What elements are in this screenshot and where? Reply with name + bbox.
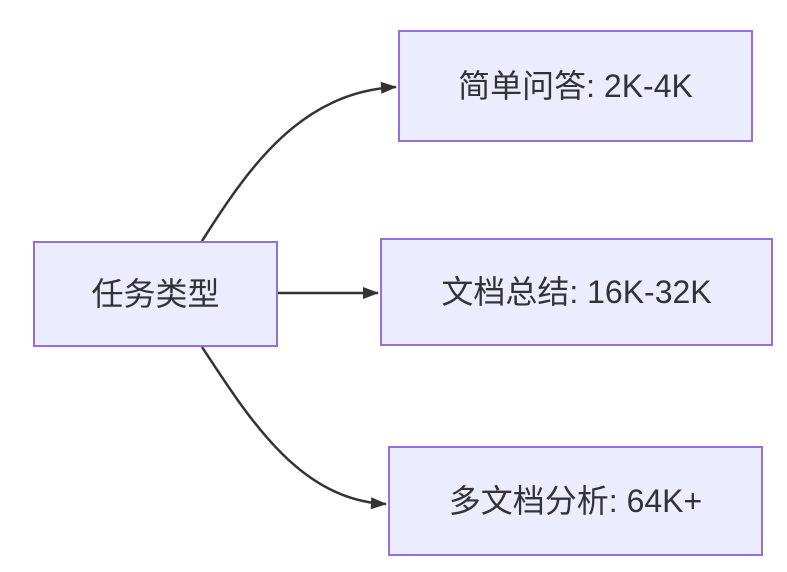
node-multi-doc-analysis-label: 多文档分析: 64K+ (448, 483, 703, 519)
edge-task-to-simple-qa (200, 81, 397, 242)
node-task-type-label: 任务类型 (91, 276, 220, 312)
node-doc-summary-label: 文档总结: 16K-32K (441, 274, 712, 310)
node-doc-summary: 文档总结: 16K-32K (380, 238, 773, 346)
node-multi-doc-analysis: 多文档分析: 64K+ (388, 446, 763, 556)
node-task-type: 任务类型 (33, 241, 278, 347)
edge-task-to-multi-doc (200, 346, 387, 510)
node-simple-qa: 简单问答: 2K-4K (398, 30, 753, 142)
node-simple-qa-label: 简单问答: 2K-4K (458, 68, 693, 104)
